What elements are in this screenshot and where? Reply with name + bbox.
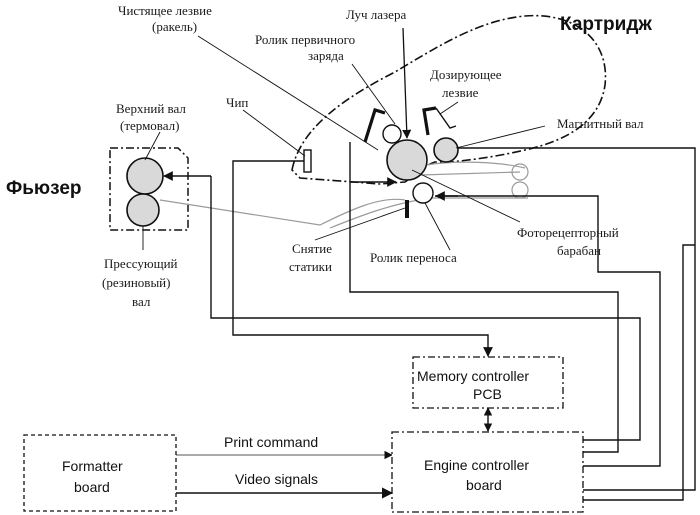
doctor-blade-label-2: лезвие [442,85,479,100]
cleaning-blade [363,108,386,143]
engine-controller-box [391,431,584,513]
doctor-blade-detail [435,107,457,129]
formatter-label-2: board [74,479,110,495]
static-removal-label-1: Снятие [292,241,332,256]
photo-drum-label-2: барабан [557,243,601,258]
laser-beam-arrow [402,27,412,139]
memory-controller-label-2: PCB [473,386,502,402]
pressure-roller-label-1: Прессующий [104,256,178,271]
wire-engine-to-fuser-2 [210,176,641,441]
leader-cleaning-blade [197,35,379,151]
formatter-board-box [23,434,177,512]
cleaning-blade-label-1: Чистящее лезвие [118,3,212,18]
upper-roller-label-1: Верхний вал [116,101,186,116]
fuser-outline [109,147,189,231]
static-removal-bar [405,200,409,218]
upper-fuser-roller [126,157,164,195]
upper-roller-label-2: (термовал) [120,118,179,133]
transfer-roller-label: Ролик переноса [370,250,457,265]
chip-label: Чип [226,95,248,110]
transfer-roller [412,182,434,204]
leader-chip [242,109,306,157]
leader-transfer-roller [424,202,451,251]
primary-charge-label-2: заряда [308,48,344,63]
pressure-roller-label-2: (резиновый) [102,275,170,290]
cartridge-label: Картридж [560,14,652,35]
wire-bundle-3 [435,195,661,467]
engine-label-1: Engine controller [424,457,529,473]
photoreceptor-drum [386,139,428,181]
static-removal-label-2: статики [289,259,332,274]
doctor-blade-label-1: Дозирующее [430,67,502,82]
primary-charge-label-1: Ролик первичного [255,32,355,47]
magnetic-roller-label: Магнитный вал [557,116,644,131]
chip [303,149,312,173]
formatter-label-1: Formatter [62,458,123,474]
wire-engine-to-fuser [583,244,695,501]
memory-controller-label-1: Memory controller [417,368,529,384]
leader-static-removal [314,207,406,241]
paper-path [159,161,528,229]
memory-controller-box [412,356,564,409]
laser-beam-label: Луч лазера [346,7,406,22]
magnetic-roller [433,137,459,163]
cleaning-blade-label-2: (ракель) [152,19,197,34]
output-roller-top [511,163,529,181]
output-roller-bottom [511,181,529,199]
primary-charge-roller [382,124,402,144]
pressure-roller-label-3: вал [132,294,151,309]
print-command-label: Print command [224,434,318,450]
wire-chip-to-memory [232,160,493,357]
pressure-fuser-roller [126,193,160,227]
leader-primary-charge [351,63,396,125]
wire-bundle-2 [458,147,696,491]
fuser-label: Фьюзер [6,178,82,199]
photo-drum-label-1: Фоторецепторный [517,225,619,240]
wire-bundle-1 [349,142,619,453]
leader-magnetic-roller [455,125,546,149]
doctor-blade [422,106,437,136]
leader-upper-roller [144,131,161,161]
leader-doctor-blade [439,101,459,115]
video-signals-label: Video signals [235,471,318,487]
engine-label-2: board [466,477,502,493]
